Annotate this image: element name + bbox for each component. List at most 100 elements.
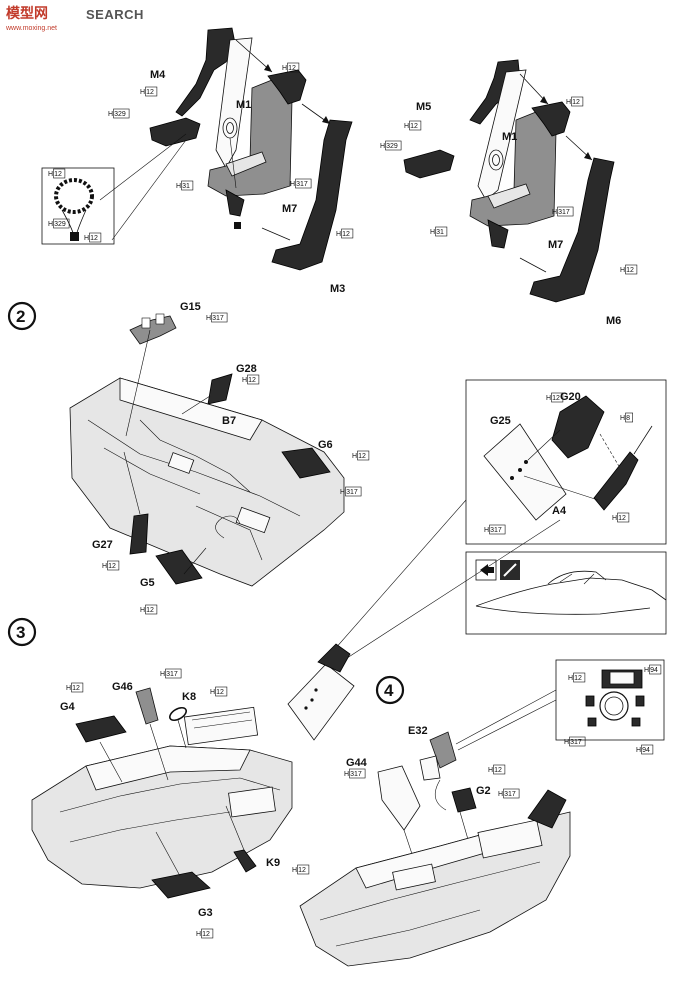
paint-code-tags: H12H12H329H317H31H12H12H329H12H12H12H329… xyxy=(48,62,662,939)
step-2-marker: 2 xyxy=(7,301,37,331)
paint-code-box xyxy=(625,264,638,275)
label-m4: M4 xyxy=(150,69,166,81)
instrument-panel-assembled xyxy=(287,663,355,741)
paint-code-box xyxy=(53,168,66,179)
paint-code-tag: H12 xyxy=(566,99,580,106)
seat-base-leg xyxy=(225,189,245,217)
label-g25: G25 xyxy=(490,415,511,427)
watermark-brand-en: SEARCH xyxy=(86,7,144,22)
paint-code-tag: H12 xyxy=(282,65,296,72)
paint-code-tag: H12 xyxy=(568,675,582,682)
paint-code-box xyxy=(409,120,422,131)
paint-code-box xyxy=(641,744,654,755)
paint-code-box xyxy=(557,206,574,217)
label-m7-left: M7 xyxy=(282,203,297,215)
paint-code-box xyxy=(215,686,228,697)
label-e32: E32 xyxy=(408,725,428,737)
paint-code-tag: H12 xyxy=(242,377,256,384)
paint-code-box xyxy=(107,560,120,571)
label-m5: M5 xyxy=(416,101,431,113)
paint-code-box xyxy=(571,96,584,107)
paint-code-tag: H12 xyxy=(292,867,306,874)
paint-code-tag: H317 xyxy=(206,315,224,322)
label-g46: G46 xyxy=(112,681,133,693)
paint-code-tag: H94 xyxy=(636,747,650,754)
seat-assembly-left xyxy=(41,27,353,271)
paint-code-tag: H317 xyxy=(498,791,516,798)
part-g44-shape xyxy=(377,765,421,831)
label-g4: G4 xyxy=(60,701,76,713)
paint-code-box xyxy=(503,788,520,799)
seat-head-pad-right xyxy=(531,101,571,137)
label-m7-right: M7 xyxy=(548,239,563,251)
paint-code-box xyxy=(551,392,564,403)
part-g5-shape xyxy=(155,549,203,585)
paint-code-box xyxy=(53,218,70,229)
paint-code-tag: H317 xyxy=(484,527,502,534)
paint-code-tag: H317 xyxy=(344,771,362,778)
paint-code-box xyxy=(625,412,633,423)
paint-code-tag: H317 xyxy=(290,181,308,188)
paint-code-tag: H329 xyxy=(380,143,398,150)
part-k9-shape xyxy=(233,849,257,873)
label-a4: A4 xyxy=(552,505,567,517)
harness-ring-shape xyxy=(54,178,94,214)
step-4-marker: 4 xyxy=(375,675,405,705)
part-k8-shape xyxy=(169,706,187,722)
paint-code-tag: H94 xyxy=(644,667,658,674)
paint-code-box xyxy=(165,668,182,679)
step-2-number: 2 xyxy=(16,307,25,326)
label-m1-right: M1 xyxy=(502,131,517,143)
paint-code-tag: H12 xyxy=(612,515,626,522)
label-m6: M6 xyxy=(606,315,621,327)
paint-code-box xyxy=(71,682,84,693)
paint-code-box xyxy=(493,764,506,775)
part-m6-shape xyxy=(529,157,615,303)
label-b7: B7 xyxy=(222,415,236,427)
part-g15-shape xyxy=(129,315,177,345)
label-g3: G3 xyxy=(198,907,213,919)
fuselage-outline xyxy=(475,577,667,607)
paint-code-box xyxy=(181,180,194,191)
watermark-brand-cn: 模型网 xyxy=(6,5,48,21)
paint-code-tag: H12 xyxy=(66,685,80,692)
part-g25-shape xyxy=(483,423,567,521)
paint-code-tag: H12 xyxy=(140,607,154,614)
watermark-site: www.moxing.net xyxy=(5,25,57,32)
step-4-number: 4 xyxy=(384,681,394,700)
paint-code-tag: H317 xyxy=(340,489,358,496)
part-g2-shape xyxy=(451,787,477,813)
label-g28: G28 xyxy=(236,363,257,375)
seat-assembly-right xyxy=(403,59,615,303)
seat-cushion xyxy=(225,151,267,177)
paint-code-box xyxy=(211,312,228,323)
step-3-marker: 3 xyxy=(7,617,37,647)
paint-code-tag: H12 xyxy=(140,89,154,96)
paint-code-tag: H12 xyxy=(404,123,418,130)
label-k8: K8 xyxy=(182,691,196,703)
part-m4-lower xyxy=(149,117,201,147)
paint-code-tag: H31 xyxy=(430,229,444,236)
label-k9: K9 xyxy=(266,857,280,869)
part-g3-shape xyxy=(151,871,211,899)
label-g5: G5 xyxy=(140,577,155,589)
paint-code-box xyxy=(349,768,366,779)
paint-code-tag: H8 xyxy=(620,415,630,422)
paint-code-box xyxy=(385,140,402,151)
part-g20-shape xyxy=(551,395,605,459)
cockpit-tub-step4 xyxy=(299,789,571,967)
part-g4-shape xyxy=(75,715,127,743)
paint-code-tag: H317 xyxy=(160,671,178,678)
paint-code-tag: H31 xyxy=(176,183,190,190)
paint-code-box xyxy=(341,228,354,239)
paint-code-tag: H12 xyxy=(620,267,634,274)
cockpit-tub-b7 xyxy=(69,377,345,587)
paint-code-box xyxy=(569,736,586,747)
paint-code-tag: H12 xyxy=(352,453,366,460)
part-g28-shape xyxy=(207,373,233,405)
paint-code-tag: H12 xyxy=(210,689,224,696)
instrument-panel-detail-box xyxy=(465,379,667,545)
label-g2: G2 xyxy=(476,785,491,797)
paint-code-box xyxy=(287,62,300,73)
